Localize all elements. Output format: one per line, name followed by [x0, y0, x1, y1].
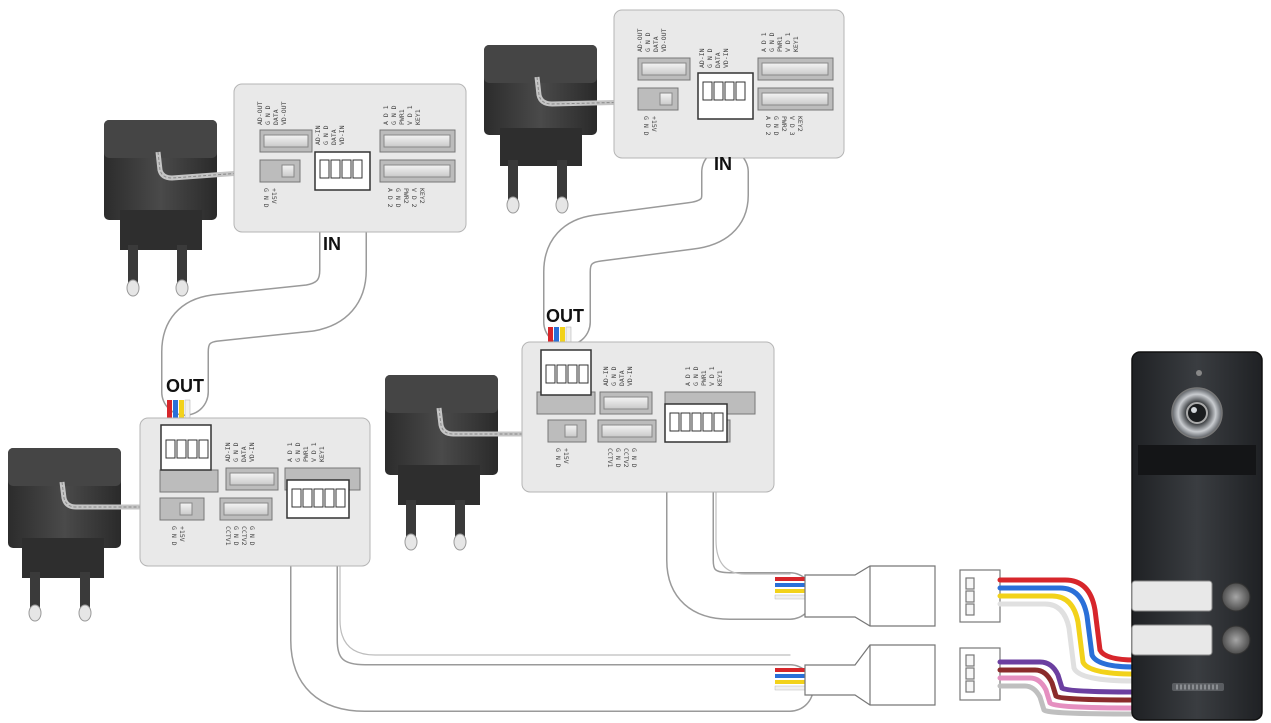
- pin-label: VD-IN: [248, 442, 256, 462]
- port-label-in-b: IN: [714, 154, 732, 174]
- pin-label: VD-OUT: [280, 101, 288, 125]
- monitor-board-a: AD-OUT G N D DATA VD-OUT AD-IN G N D DAT…: [233, 83, 467, 233]
- pin-label: KEY1: [716, 370, 724, 386]
- pin-label: G N D: [614, 448, 622, 468]
- pin-label: KEY1: [414, 109, 422, 125]
- pin-label: V D 1: [784, 32, 792, 52]
- pin-label: PWR1: [700, 370, 708, 386]
- pin-label: DATA: [714, 52, 722, 68]
- pin-label: KEY1: [792, 36, 800, 52]
- speaker-grille-icon: [1172, 683, 1224, 691]
- pin-label: PWR1: [398, 109, 406, 125]
- pin-label: +15V: [178, 526, 186, 542]
- pin-label: AD-OUT: [636, 28, 644, 52]
- pin-label: G N D: [262, 188, 270, 208]
- port-label-out-d: OUT: [546, 306, 584, 326]
- pin-label: VD-IN: [626, 366, 634, 386]
- pin-label: G N D: [692, 366, 700, 386]
- pin-label: G N D: [706, 48, 714, 68]
- pin-label: AD-IN: [224, 442, 232, 462]
- pin-label: A D 1: [684, 366, 692, 386]
- pin-label: AD-IN: [698, 48, 706, 68]
- monitor-board-d: AD-IN G N D DATA VD-IN A D 1 G N D PWR1 …: [521, 341, 775, 493]
- monitor-board-b: AD-OUT G N D DATA VD-OUT AD-IN G N D DAT…: [613, 9, 845, 159]
- pin-label: A D 2: [386, 188, 394, 208]
- pin-label: G N D: [642, 116, 650, 136]
- pin-label: A D 1: [382, 105, 390, 125]
- pin-label: PWR1: [776, 36, 784, 52]
- pin-label: VD-IN: [338, 125, 346, 145]
- inline-connector-lower: [804, 644, 1001, 706]
- camera-lens-icon: [1171, 387, 1223, 439]
- pin-label: A D 1: [286, 442, 294, 462]
- pin-label: DATA: [272, 109, 280, 125]
- pin-label: G N D: [768, 32, 776, 52]
- pin-label: CCTV2: [622, 448, 630, 468]
- pin-label: DATA: [652, 36, 660, 52]
- pin-label: G N D: [232, 526, 240, 546]
- inline-connector-upper: [804, 565, 1001, 627]
- pin-label: V D 1: [310, 442, 318, 462]
- name-plate-2: [1131, 624, 1213, 656]
- pin-label: PWR2: [780, 116, 788, 132]
- pin-label: DATA: [618, 370, 626, 386]
- flat-cables: [161, 148, 814, 712]
- pin-label: G N D: [630, 448, 638, 468]
- pin-label: +15V: [650, 116, 658, 132]
- pin-label: KEY1: [318, 446, 326, 462]
- call-button-1: [1221, 582, 1251, 612]
- pin-label: G N D: [772, 116, 780, 136]
- pin-label: +15V: [270, 188, 278, 204]
- pin-label: G N D: [264, 105, 272, 125]
- power-adapter-1: [104, 120, 267, 297]
- pin-label: A D 1: [760, 32, 768, 52]
- pin-label: AD-OUT: [256, 101, 264, 125]
- pin-label: KEY2: [418, 188, 426, 204]
- pin-label: DATA: [330, 129, 338, 145]
- pin-label: PWR2: [402, 188, 410, 204]
- pin-label: G N D: [554, 448, 562, 468]
- pin-label: G N D: [394, 188, 402, 208]
- pin-label: AD-IN: [602, 366, 610, 386]
- pin-label: V D 1: [708, 366, 716, 386]
- pin-label: PWR1: [302, 446, 310, 462]
- door-call-panel: [1131, 351, 1263, 721]
- pin-label: G N D: [232, 442, 240, 462]
- pin-label: A D 2: [764, 116, 772, 136]
- port-label-out-c: OUT: [166, 376, 204, 396]
- pin-label: G N D: [294, 442, 302, 462]
- pin-label: CCTV2: [240, 526, 248, 546]
- pin-label: VD-OUT: [660, 28, 668, 52]
- pin-label: V D 3: [788, 116, 796, 136]
- pin-label: CCTV1: [606, 448, 614, 468]
- power-adapter-3: [385, 375, 551, 551]
- pin-label: G N D: [170, 526, 178, 546]
- pin-label: +15V: [562, 448, 570, 464]
- pin-label: KEY2: [796, 116, 804, 132]
- pin-label: AD-IN: [314, 125, 322, 145]
- call-button-2: [1221, 625, 1251, 655]
- pin-label: G N D: [248, 526, 256, 546]
- monitor-board-c: AD-IN G N D DATA VD-IN A D 1 G N D PWR1 …: [139, 417, 371, 567]
- pin-label: G N D: [390, 105, 398, 125]
- pin-label: V D 2: [410, 188, 418, 208]
- name-plate-1: [1131, 580, 1213, 612]
- pin-label: V D 1: [406, 105, 414, 125]
- panel-wires: [997, 577, 1138, 717]
- port-label-in-a: IN: [323, 234, 341, 254]
- pin-label: G N D: [610, 366, 618, 386]
- pin-label: G N D: [322, 125, 330, 145]
- pin-label: VD-IN: [722, 48, 730, 68]
- pin-label: DATA: [240, 446, 248, 462]
- pin-label: G N D: [644, 32, 652, 52]
- pin-label: CCTV1: [224, 526, 232, 546]
